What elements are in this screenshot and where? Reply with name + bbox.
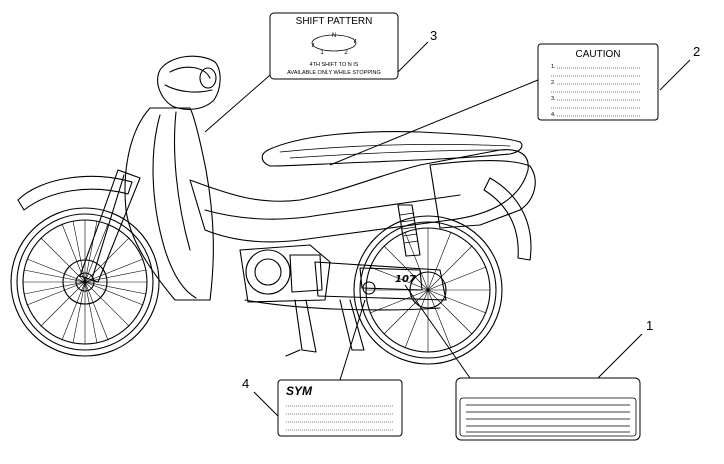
shift-gear-2: 2 (344, 50, 348, 56)
blank-label (455, 377, 641, 441)
caution-label: CAUTION 1. 2. 3. 4. (537, 43, 659, 121)
front-body (124, 107, 214, 301)
rear-wheel (353, 215, 503, 365)
swing-arm (314, 261, 447, 301)
sym-logo: SYM (286, 384, 313, 398)
caution-item-1: 1. (551, 64, 556, 70)
callout-number-4: 4 (242, 376, 249, 391)
number-line-1 (597, 333, 643, 379)
shift-neutral-letter: N (332, 33, 336, 39)
caution-item-3: 3. (551, 96, 556, 102)
front-fender (17, 175, 133, 211)
leader-line-brand (339, 299, 366, 381)
seat (261, 131, 523, 167)
callout-number-3: 3 (430, 28, 437, 43)
shift-pattern-line1: 4TH SHIFT TO N IS (310, 62, 359, 68)
caution-title: CAUTION (576, 49, 621, 60)
caution-item-2: 2. (551, 80, 556, 86)
number-line-3 (397, 41, 429, 73)
rear-shock (397, 204, 421, 257)
engine (239, 244, 331, 303)
leader-line-caution (329, 79, 539, 166)
shift-pattern-label: SHIFT PATTERN N 1 2 4TH SHIFT TO N IS AV… (269, 12, 399, 80)
callout-number-2: 2 (693, 44, 700, 59)
number-line-2 (659, 59, 691, 91)
caution-item-4: 4. (551, 112, 556, 118)
handlebar-cowl (157, 55, 221, 110)
svg-text:107: 107 (395, 274, 416, 285)
shift-pattern-line2: AVAILABLE ONLY WHILE STOPPING (287, 70, 381, 76)
front-wheel (10, 207, 160, 357)
underbone-frame (189, 149, 529, 243)
number-line-4 (253, 391, 279, 417)
front-fork (79, 169, 141, 283)
leader-line-blank (404, 284, 471, 379)
center-stand (285, 299, 317, 357)
motorcycle-drawing: 107 (10, 55, 536, 365)
sym-brand-label: SYM (277, 379, 403, 437)
callout-lines (204, 41, 691, 417)
callout-number-1: 1 (646, 318, 653, 333)
rear-fender (483, 177, 532, 261)
shift-pattern-title: SHIFT PATTERN (296, 16, 373, 27)
shift-gear-1: 1 (320, 50, 324, 56)
